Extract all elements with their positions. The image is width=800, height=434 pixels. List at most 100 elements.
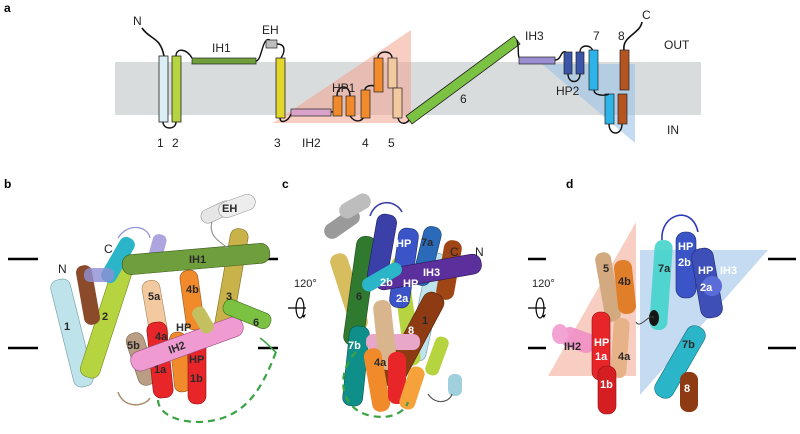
d-h7b (654, 325, 706, 399)
d-rotation-indicator: 120° (528, 278, 555, 319)
b-eh-loop (210, 221, 229, 249)
loop-eh-tm3 (276, 43, 285, 59)
d-ih2 (560, 326, 596, 354)
ih3-label: IH3 (525, 29, 544, 43)
d-h2a-cap (702, 276, 722, 296)
tm3-helix (275, 57, 286, 119)
ih3-helix (518, 56, 556, 65)
hp2-helix-a (563, 51, 573, 75)
tm8-helix-lower (617, 93, 628, 125)
panel-a: a N IH1 EH HP1 (4, 1, 701, 150)
in-label: IN (667, 123, 679, 137)
b-ih2-label: IH2 (167, 340, 187, 357)
b-tm2-label: 2 (102, 311, 108, 323)
eh-cylinders: EH (200, 193, 256, 224)
c-c-label: C (450, 245, 459, 259)
panel-d: d 120° 5 4b 7a HP 2b HP (528, 177, 768, 415)
tm7-helix-lower (604, 93, 615, 125)
d-1a-label: 1a (595, 351, 608, 363)
c-tm8-label: 8 (408, 325, 414, 337)
d-7a-label: 7a (658, 263, 671, 275)
d-8-label: 8 (684, 383, 690, 395)
d-h4a (610, 317, 630, 379)
tm-number-4: 4 (362, 136, 369, 150)
d-h5 (595, 252, 621, 322)
c-orange-b (399, 366, 425, 410)
hp1-triangle (273, 30, 411, 123)
c-ih3-cyan (362, 262, 402, 292)
d-ih3-label: IH3 (720, 265, 737, 277)
hp2-helix-b (575, 51, 585, 75)
b-top-loop (117, 226, 151, 239)
d-7b-label: 7b (682, 339, 695, 351)
b-ih2 (130, 316, 244, 372)
panel-c-label: c (282, 177, 289, 191)
c-hp2-loop (369, 201, 403, 217)
b-ih1-label: IH1 (189, 254, 206, 266)
tm8-number: 8 (618, 29, 625, 43)
hp2-label: HP2 (556, 84, 580, 98)
d-h7a (649, 240, 673, 330)
hp1-helix-a (332, 95, 343, 117)
b-hp-label-b: HP (189, 354, 204, 366)
loop-tm7 (593, 89, 610, 96)
tm5-helix-lower (392, 87, 403, 119)
b-hp-label-a: HP (176, 322, 191, 334)
c-grey-cyl (448, 374, 462, 396)
d-hp-label-b: HP (698, 265, 713, 277)
b-hp2-back (84, 268, 114, 282)
tm-number-3: 3 (274, 136, 281, 150)
d-h8 (680, 372, 698, 412)
hp1-label: HP1 (332, 81, 356, 95)
b-c-label: C (104, 242, 113, 256)
panel-d-label: d (566, 177, 573, 191)
c-tm6-label: 6 (356, 291, 362, 303)
out-label: OUT (664, 38, 690, 52)
c-terminus-tail (623, 21, 643, 51)
b-ih1 (121, 243, 271, 275)
tm-number-5: 5 (388, 136, 395, 150)
b-eh-label: EH (222, 203, 237, 215)
d-2b-label: 2b (678, 257, 691, 269)
d-rotation-label: 120° (532, 278, 555, 290)
c-rotation-indicator: 120° (288, 278, 317, 319)
d-h1b (597, 365, 617, 415)
d-2a-label: 2a (700, 282, 713, 294)
eh-label: EH (262, 23, 279, 37)
b-tm6-stub (192, 306, 214, 334)
ih1-label: IH1 (212, 41, 231, 55)
b-5b-label: 5b (127, 340, 140, 352)
c-red (388, 352, 406, 404)
d-hp-label-c: HP (594, 337, 609, 349)
c-dashed-loop (342, 351, 410, 418)
loop-tm4-tm5 (377, 51, 393, 59)
c-hp-label-b: HP (403, 278, 418, 290)
tm4-helix-lower (360, 89, 371, 119)
d-hp-label-a: HP (678, 241, 693, 253)
c-7b-label: 7b (348, 340, 361, 352)
b-4b-label: 4b (186, 284, 199, 296)
c-2a-label: 2a (396, 293, 409, 305)
c-2b-label: 2b (380, 277, 393, 289)
b-loop-small (259, 337, 277, 353)
b-tm6-label: 6 (253, 317, 259, 329)
d-4a-label: 4a (618, 351, 631, 363)
b-tm8-back (76, 265, 100, 325)
b-dashed-loop (156, 351, 278, 424)
c-7a-label: 7a (421, 237, 434, 249)
loop-2-ih1 (175, 49, 193, 59)
tm1-helix (158, 55, 169, 123)
ih2-label: IH2 (302, 136, 321, 150)
d-1b-label: 1b (600, 379, 613, 391)
d-top-loop (661, 214, 699, 241)
loop-1-2 (162, 121, 177, 129)
panel-a-label: a (4, 1, 11, 15)
tm-number-2: 2 (172, 136, 179, 150)
panel-b-label: b (4, 177, 11, 191)
c-tm1-label: 1 (422, 315, 428, 327)
d-mid-loop (635, 316, 655, 325)
c-hp-label-a: HP (396, 238, 411, 250)
c-orange (363, 348, 391, 412)
b-1a-label: 1a (154, 364, 167, 376)
